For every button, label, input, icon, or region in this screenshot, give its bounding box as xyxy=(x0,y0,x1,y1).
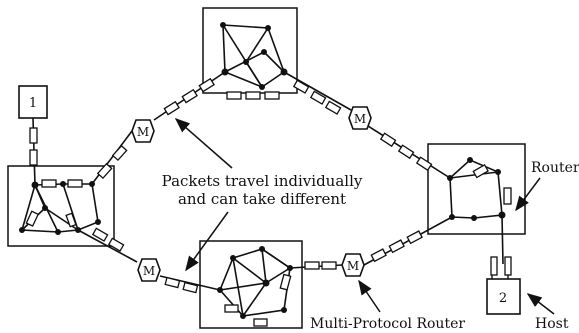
host-label: Host xyxy=(535,316,569,332)
packets xyxy=(25,77,512,327)
gateway-1: M xyxy=(131,119,155,143)
gateway-2-label: M xyxy=(354,112,366,126)
router-label: Router xyxy=(531,160,579,176)
gateway-4: M xyxy=(341,253,365,277)
host-1-label: 1 xyxy=(29,96,37,111)
arrow-to-host xyxy=(526,293,555,315)
gateway-3: M xyxy=(137,258,161,282)
subnet-left-box xyxy=(7,165,115,247)
arrow-to-router xyxy=(515,177,541,212)
link-right-to-host-2 xyxy=(501,214,504,265)
host-1: 1 xyxy=(18,85,48,119)
gateway-2: M xyxy=(348,106,372,130)
subnet-top-mesh xyxy=(222,24,285,88)
multi-protocol-router-label: Multi-Protocol Router xyxy=(310,316,465,332)
host-2-label: 2 xyxy=(499,291,507,306)
link-left-to-gateway-3 xyxy=(77,229,138,263)
arrow-to-multi-protocol-router xyxy=(358,279,381,313)
link-left-to-gateway-1 xyxy=(91,130,133,185)
gateway-4-label: M xyxy=(347,259,359,273)
subnet-right-box xyxy=(427,143,526,235)
arrow-to-upper-path xyxy=(174,118,233,169)
host-2: 2 xyxy=(486,278,521,315)
link-top-to-gateway-2 xyxy=(283,71,352,111)
arrow-to-lower-path xyxy=(185,211,229,272)
annotation-line-1: Packets travel individually xyxy=(162,172,363,190)
subnet-right-mesh xyxy=(449,159,503,219)
subnet-bottom-box xyxy=(199,240,303,329)
gateway-3-label: M xyxy=(143,264,155,278)
gateway-1-label: M xyxy=(137,125,149,139)
subnet-top-box xyxy=(202,7,298,94)
annotation-line-2: and can take different xyxy=(178,190,346,208)
